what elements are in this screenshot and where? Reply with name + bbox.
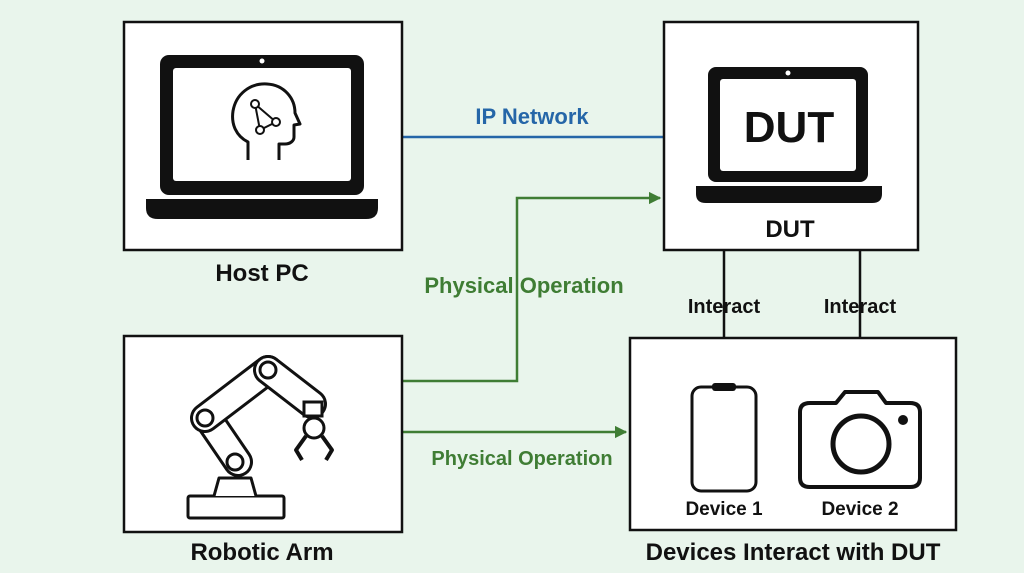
interact-label-2: Interact <box>824 296 897 318</box>
laptop-icon <box>696 67 882 203</box>
camera-icon <box>798 390 922 489</box>
dut-screen-text: DUT <box>744 103 835 152</box>
robotic-arm-icon <box>186 355 334 520</box>
dut-label: DUT <box>765 216 815 243</box>
device-2-label: Device 2 <box>821 499 898 520</box>
interact-label-1: Interact <box>688 296 761 318</box>
device-1-label: Device 1 <box>685 499 763 520</box>
devices-label: Devices Interact with DUT <box>646 539 941 566</box>
physical-operation-label-upper: Physical Operation <box>424 273 623 298</box>
host-pc-label: Host PC <box>215 260 308 287</box>
physical-operation-link-to-dut <box>402 191 662 383</box>
physical-operation-label-lower: Physical Operation <box>431 448 612 470</box>
robotic-arm-label: Robotic Arm <box>190 539 333 566</box>
smartphone-icon <box>690 383 758 493</box>
laptop-with-ai-head-icon <box>146 55 378 219</box>
ip-network-label: IP Network <box>475 104 589 129</box>
